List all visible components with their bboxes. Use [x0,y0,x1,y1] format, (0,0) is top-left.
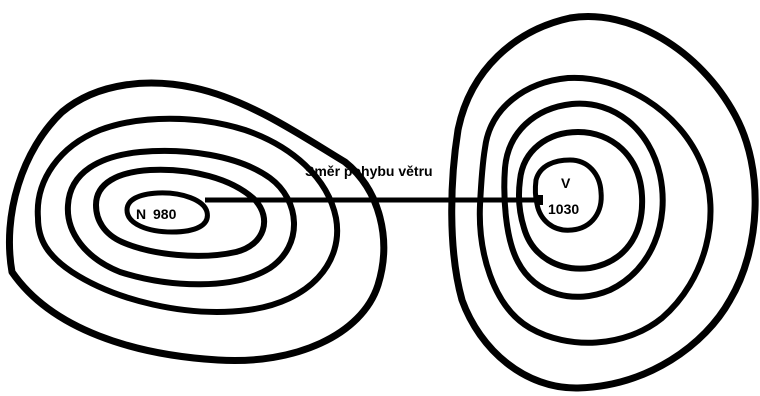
low-pressure-system [9,83,383,360]
low-pressure-value: 980 [153,206,177,222]
high-isobar-3 [480,78,711,343]
high-pressure-value: 1030 [548,201,579,217]
low-pressure-letter: N [136,206,146,222]
low-isobar-outer [9,83,383,360]
wind-line-end-marker [535,195,543,205]
high-pressure-letter: V [561,175,571,191]
high-isobar-center [535,160,601,230]
low-isobar-1 [96,170,264,256]
wind-direction-label: Směr pohybu větru [305,163,433,179]
